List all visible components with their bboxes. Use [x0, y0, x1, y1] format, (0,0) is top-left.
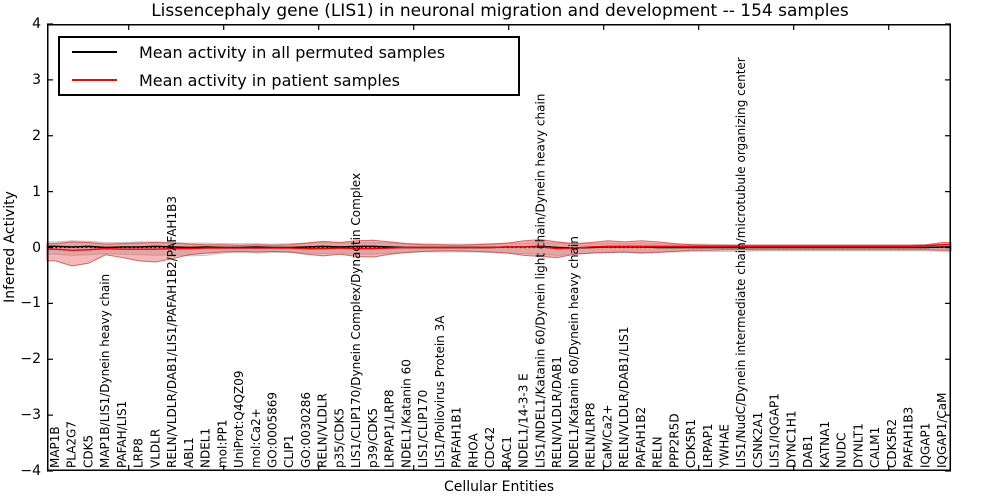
x-entity-label: CDK5R2: [885, 419, 899, 468]
x-entity-label: RELN/VLDLR/DAB1: [550, 356, 564, 468]
x-entity-label: CDK5R1: [684, 419, 698, 468]
x-entity-label: LRP8: [132, 438, 146, 468]
x-entity-label: ABL1: [182, 437, 196, 468]
y-tick-label: −3: [20, 407, 41, 424]
x-entity-label: IQGAP1/CaM: [935, 393, 949, 469]
x-entity-label: LIS1/Poliovirus Protein 3A: [433, 315, 447, 468]
x-entity-label: LIS1/CLIP170: [416, 390, 430, 468]
x-entity-label: CLIP1: [282, 435, 296, 468]
x-entity-label: RAC1: [500, 436, 514, 468]
x-entity-label: RELN/LRP8: [584, 402, 598, 468]
x-entity-label: UniProt:Q4QZ09: [232, 370, 246, 468]
x-entity-label: NDEL1/Katanin 60: [399, 359, 413, 468]
x-entity-label: CDK5: [81, 435, 95, 468]
y-tick-label: 1: [32, 183, 41, 200]
x-entity-label: RHOA: [466, 432, 480, 468]
x-entity-label: RELN: [651, 436, 665, 468]
x-entity-label: NDEL1/Katanin 60/Dynein heavy chain: [567, 236, 581, 468]
legend-item-permuted: Mean activity in all permuted samples: [72, 38, 518, 66]
x-entity-label: RELN/VLDLR: [316, 393, 330, 468]
x-entity-label: LIS1/IQGAP1: [768, 393, 782, 468]
x-entity-label: NUDC: [835, 433, 849, 468]
x-entity-label: VLDLR: [148, 429, 162, 468]
legend-item-patient: Mean activity in patient samples: [72, 66, 518, 94]
x-entity-label: GO:0005869: [266, 392, 280, 468]
chart-title: Lissencephaly gene (LIS1) in neuronal mi…: [151, 1, 849, 21]
legend-label-permuted: Mean activity in all permuted samples: [139, 42, 446, 62]
x-entity-label: LIS1/NudC/Dynein intermediate chain/micr…: [734, 57, 748, 468]
x-entity-label: RELN/VLDLR/DAB1/LIS1: [617, 327, 631, 468]
x-entity-label: PAFAH1B2: [634, 407, 648, 468]
y-tick-label: 4: [32, 16, 41, 32]
x-entity-label: MAP1B: [48, 426, 62, 468]
patient-mean-line: [47, 244, 951, 251]
y-tick-label: −4: [20, 463, 41, 479]
x-entity-label: CDC42: [483, 427, 497, 468]
x-entity-label: RELN/VLDLR/DAB1/LIS1/PAFAH1B2/PAFAH1B3: [165, 196, 179, 468]
legend-line-permuted: [72, 51, 117, 53]
x-entity-label: MAP1B/LIS1/Dynein heavy chain: [98, 274, 112, 468]
x-entity-label: mol:Ca2+: [249, 408, 263, 468]
x-entity-label: CaM/Ca2+: [600, 404, 614, 468]
x-entity-label: LRPAP1: [701, 423, 715, 468]
x-entity-label: KATNA1: [818, 421, 832, 468]
x-entity-label: PAFAH1B1: [450, 407, 464, 468]
x-entity-label: p35/CDK5: [332, 408, 346, 468]
legend: Mean activity in all permuted samples Me…: [58, 36, 520, 96]
patient-band: [46, 239, 952, 267]
x-entity-label: p39/CDK5: [366, 408, 380, 468]
x-entity-label: LRPAP1/LRP8: [383, 389, 397, 468]
y-tick-label: −2: [20, 351, 41, 368]
x-entity-label: GO:0030286: [299, 392, 313, 468]
x-entity-label: DAB1: [801, 435, 815, 468]
y-tick-label: 3: [32, 71, 41, 88]
x-axis-label: Cellular Entities: [443, 479, 555, 495]
y-tick-label: −1: [20, 295, 41, 312]
plot-border: [47, 24, 951, 471]
x-entity-label: PPP2R5D: [667, 413, 681, 468]
x-entity-label: DYNLT1: [851, 423, 865, 468]
x-entity-label: YWHAE: [718, 424, 732, 469]
x-entity-label: PAFAH1B3: [902, 407, 916, 468]
y-tick-label: 0: [32, 239, 41, 256]
x-entity-label: NDEL1: [199, 428, 213, 468]
y-tick-label: 2: [32, 127, 41, 144]
x-entity-label: NDEL1/14-3-3 E: [517, 373, 531, 468]
x-entity-label: IQGAP1: [918, 423, 932, 468]
x-entity-label: CSNK2A1: [751, 412, 765, 468]
x-entity-label: CALM1: [868, 427, 882, 468]
x-entity-label: LIS1/CLIP170/Dynein Complex/Dynactin Com…: [349, 173, 363, 468]
legend-label-patient: Mean activity in patient samples: [139, 70, 400, 90]
x-entity-label: PAFAH/LIS1: [115, 401, 129, 468]
x-entity-label: LIS1/NDEL1/Katanin 60/Dynein light chain…: [533, 94, 547, 468]
x-entity-label: mol:PP1: [215, 419, 229, 468]
x-entity-label: DYNC1H1: [784, 410, 798, 468]
legend-line-patient: [72, 79, 117, 81]
x-entity-label: PLA2G7: [65, 421, 79, 468]
